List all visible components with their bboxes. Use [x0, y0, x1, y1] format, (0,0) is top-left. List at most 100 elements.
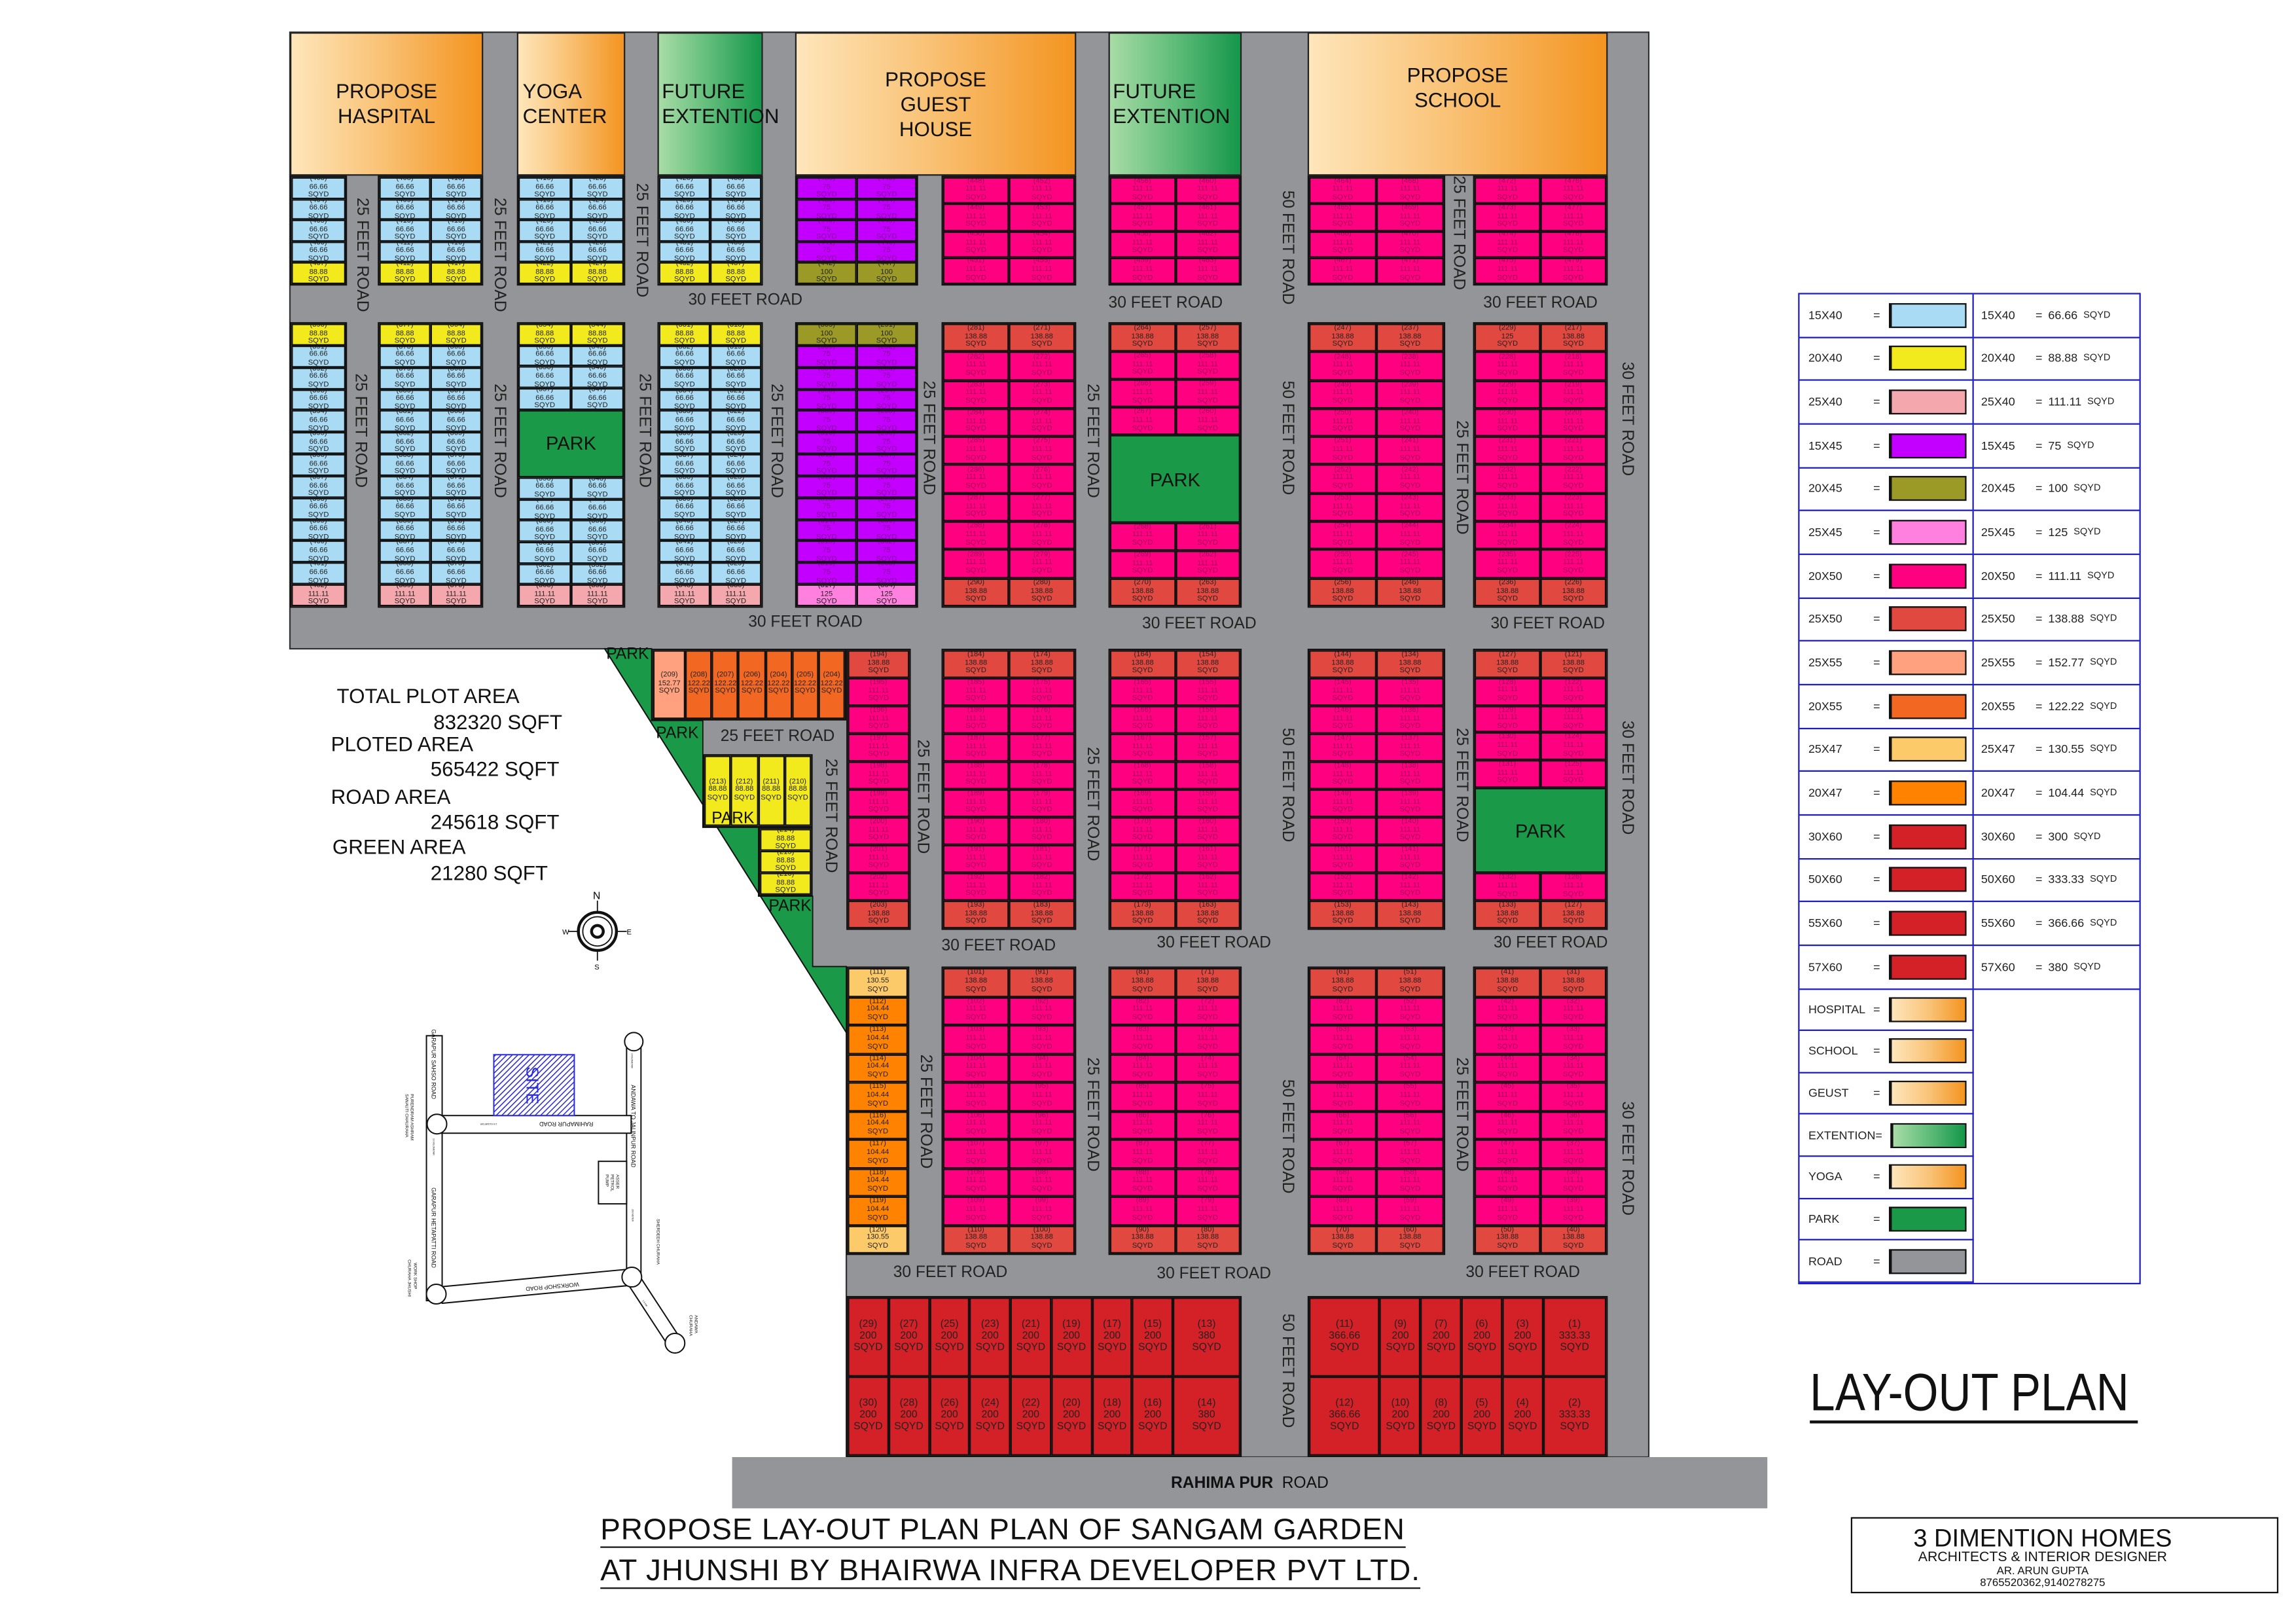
plot-326[interactable]: (326)66.66 SQYD: [710, 497, 762, 520]
plot-320[interactable]: (320)66.66 SQYD: [710, 367, 762, 389]
plot-327[interactable]: (327)66.66 SQYD: [710, 519, 762, 541]
plot-311[interactable]: (311)75 SQYD: [797, 454, 857, 476]
plot-353[interactable]: (353)111.11 SQYD: [571, 585, 624, 607]
plot-334[interactable]: (334)66.66 SQYD: [658, 389, 711, 411]
plot-444[interactable]: (444)75 SQYD: [856, 198, 917, 220]
plot-411[interactable]: (411)66.66 SQYD: [379, 241, 431, 263]
plot-407[interactable]: (407)88.88 SQYD: [291, 262, 346, 284]
plot-322[interactable]: (322)66.66 SQYD: [710, 410, 762, 433]
plot-414[interactable]: (414)66.66 SQYD: [430, 198, 482, 220]
plot-428[interactable]: (428)66.66 SQYD: [658, 177, 711, 199]
plot-385[interactable]: (385)66.66 SQYD: [379, 497, 431, 520]
plot-431[interactable]: (431)66.66 SQYD: [658, 241, 711, 263]
plot-420[interactable]: (420)66.66 SQYD: [518, 219, 571, 242]
plot-399[interactable]: (399)66.66 SQYD: [291, 519, 346, 541]
plot-442[interactable]: (442)100 SQYD: [797, 262, 857, 284]
plot-446[interactable]: (446)75 SQYD: [856, 241, 917, 263]
plot-377[interactable]: (377)88.88 SQYD: [379, 323, 431, 346]
plot-398[interactable]: (398)66.66 SQYD: [291, 497, 346, 520]
plot-388[interactable]: (388)66.66 SQYD: [379, 562, 431, 585]
plot-359[interactable]: (359)66.66 SQYD: [518, 498, 571, 520]
plot-340[interactable]: (340)66.66 SQYD: [658, 519, 711, 541]
plot-346[interactable]: (346)66.66 SQYD: [571, 367, 624, 388]
plot-330[interactable]: (330)111.11 SQYD: [710, 584, 762, 607]
plot-422[interactable]: (422)88.88 SQYD: [518, 262, 571, 284]
plot-364[interactable]: (364)88.88 SQYD: [430, 323, 482, 346]
plot-338[interactable]: (338)66.66 SQYD: [658, 475, 711, 498]
plot-430[interactable]: (430)66.66 SQYD: [658, 219, 711, 242]
plot-307[interactable]: (307)75 SQYD: [797, 367, 857, 389]
plot-295[interactable]: (295)75 SQYD: [856, 410, 917, 433]
plot-415[interactable]: (415)66.66 SQYD: [430, 219, 482, 242]
plot-362[interactable]: (362)66.66 SQYD: [518, 563, 571, 585]
